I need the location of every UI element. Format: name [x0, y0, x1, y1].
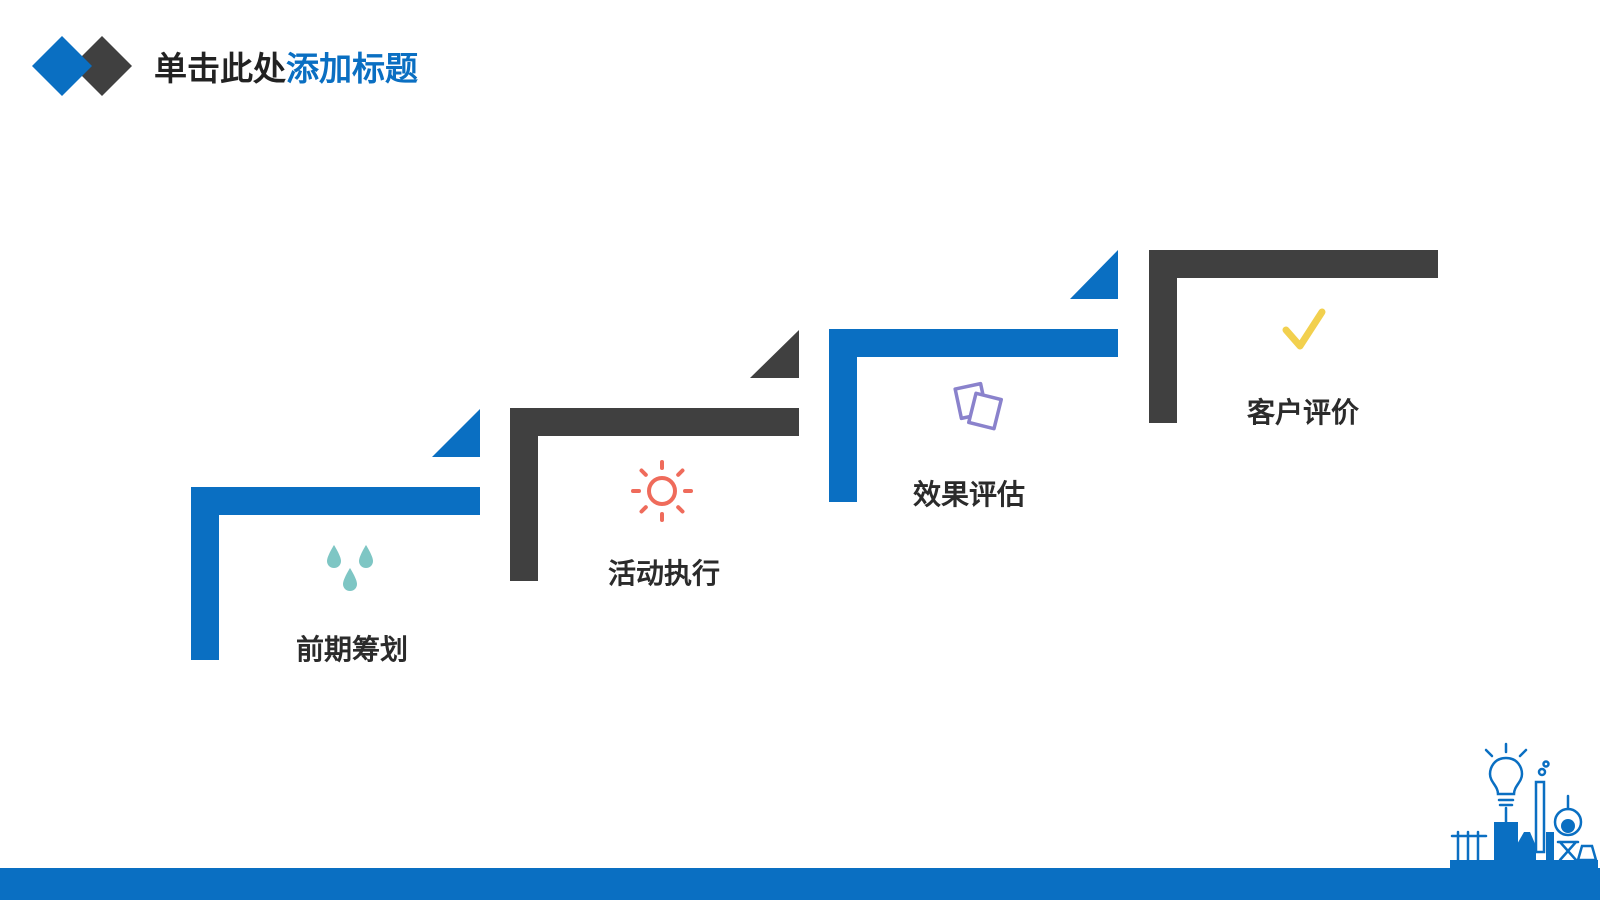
- step-3-label: 效果评估: [912, 478, 1025, 511]
- step-3-side-bar: [829, 329, 857, 502]
- title-plain: 单击此处: [154, 49, 286, 88]
- sun-icon: [631, 460, 693, 522]
- step-4-label: 客户评价: [1246, 396, 1359, 429]
- checkmark-icon: [1282, 308, 1326, 350]
- step-2-side-bar: [510, 408, 538, 581]
- step-1-corner-triangle: [432, 409, 480, 457]
- papers-icon: [953, 381, 1003, 431]
- step-3-corner-triangle: [1070, 250, 1118, 299]
- step-4-top-bar: [1149, 250, 1438, 278]
- step-4-side-bar: [1149, 250, 1177, 423]
- title-accent: 添加标题: [286, 49, 418, 88]
- lab-equipment-icon: [1450, 742, 1598, 870]
- step-3-top-bar: [829, 329, 1118, 357]
- step-2-corner-triangle: [750, 330, 799, 378]
- step-1-side-bar: [191, 487, 219, 660]
- logo-diamond-blue: [32, 36, 92, 96]
- step-2-top-bar: [510, 408, 799, 436]
- logo-diamond-dark: [72, 36, 132, 96]
- water-drops-icon: [327, 545, 373, 591]
- logo-diamonds: [32, 36, 132, 96]
- footer-bar: [0, 868, 1600, 900]
- step-1-label: 前期筹划: [295, 633, 408, 666]
- step-1-top-bar: [191, 487, 480, 515]
- page-title[interactable]: 单击此处添加标题: [154, 42, 418, 90]
- step-2-label: 活动执行: [607, 557, 720, 590]
